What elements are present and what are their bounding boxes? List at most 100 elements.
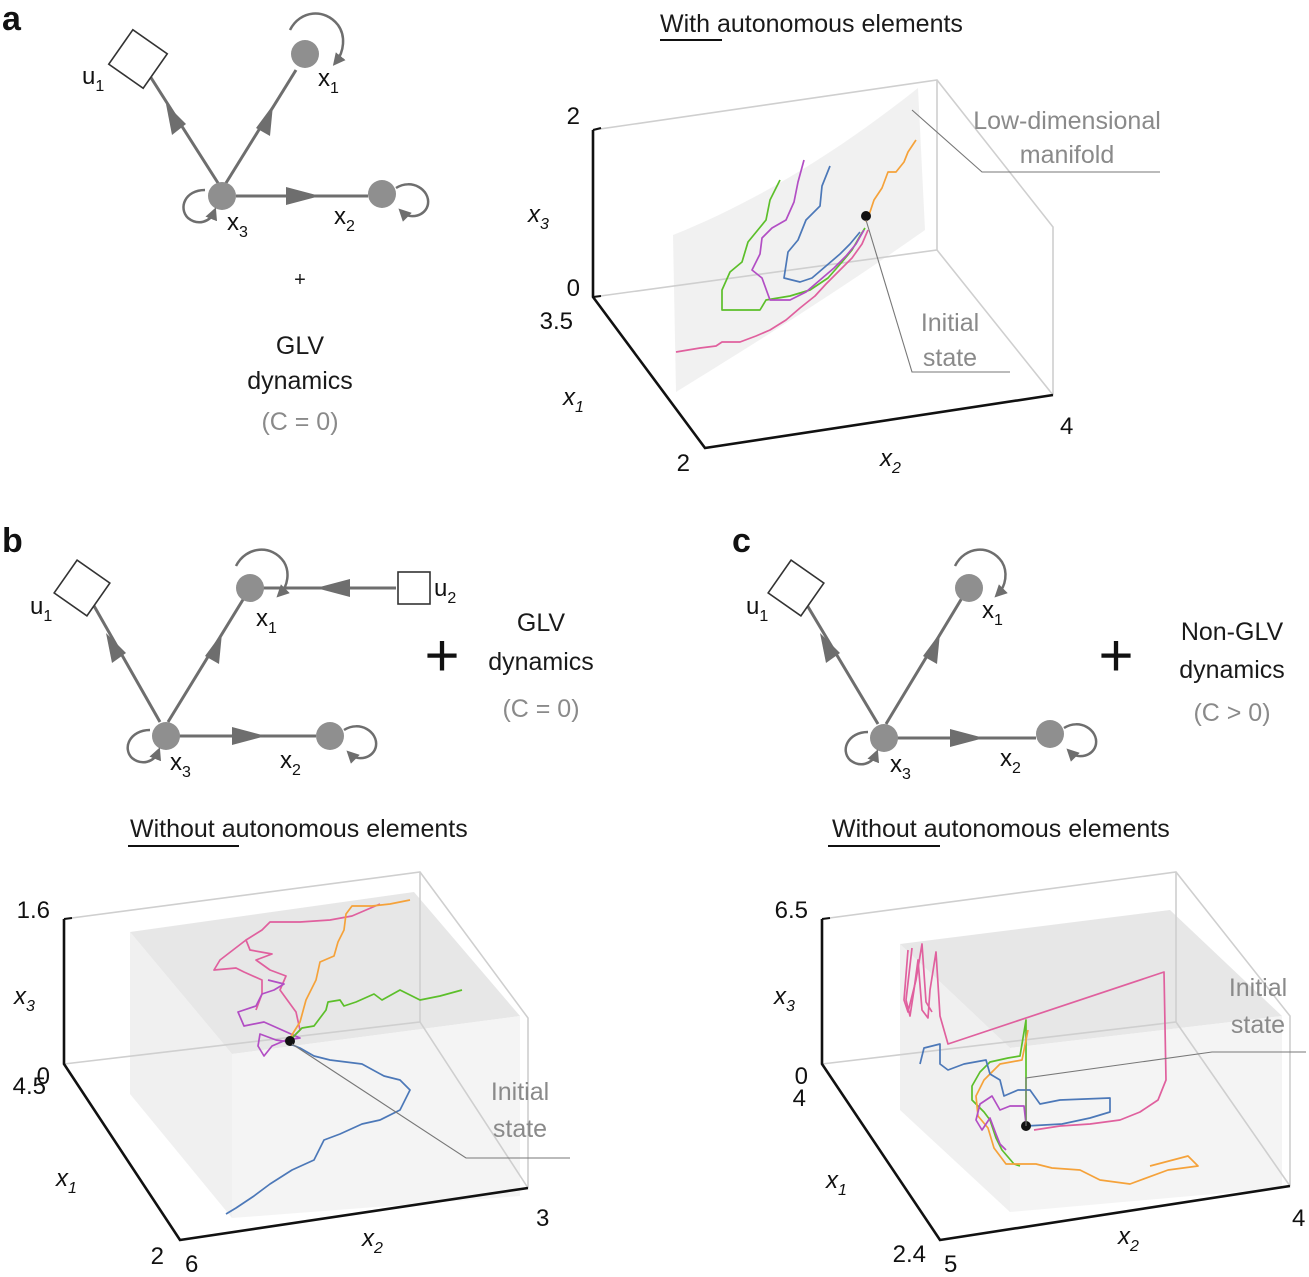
plot-3d-c: 6.5 0 4 2.4 5 4 x3 x1 x2 Initial state [773, 871, 1306, 1277]
network-diagram-c: u1 x1 x3 x2 + Non-GLV dynamics (C > 0) [746, 548, 1285, 783]
annotation-initial-1: Initial [491, 1078, 549, 1106]
tick-mark [592, 127, 602, 131]
axes-c [820, 919, 1291, 1242]
trajectory-pink [245, 903, 381, 1041]
annotation-manifold-1: Low-dimensional [973, 107, 1161, 135]
box-edge [63, 871, 529, 1188]
arrow-head-icon [106, 633, 126, 663]
panel-c: c u1 x1 x3 x2 + Non-GLV dynamics (C > 0) [732, 522, 1306, 1277]
condition-label: (C > 0) [1193, 699, 1270, 727]
trajectory-blue [783, 165, 861, 283]
arrow-head-icon [205, 633, 222, 664]
tick-x1-max: 3.5 [540, 308, 573, 335]
node-label-u1: u1 [30, 593, 52, 625]
dynamics-line2: dynamics [1179, 656, 1285, 684]
axis-label-x1: x1 [562, 384, 584, 416]
self-loop-arrow-x1 [953, 548, 1008, 598]
node-label-x1: x1 [256, 605, 277, 637]
tick-x3-max: 2 [567, 103, 580, 130]
tick-x1-max: 4 [793, 1085, 806, 1112]
panel-label-b: b [2, 522, 23, 560]
plus-sign: + [424, 622, 459, 689]
self-loop-arrow-x1 [288, 12, 346, 66]
tick-x3-max: 6.5 [775, 897, 808, 924]
tick-x3-min: 0 [795, 1063, 808, 1090]
edge-u1-x3 [83, 589, 162, 723]
tick-x1-min: 2 [151, 1243, 164, 1270]
panel-title-a: With autonomous elements [660, 10, 963, 38]
tick-x2-min: 6 [185, 1251, 198, 1277]
manifold-surface [673, 88, 925, 392]
dynamics-line2: dynamics [247, 367, 353, 395]
trajectory-magenta [975, 1095, 1027, 1151]
panel-label-c: c [732, 522, 751, 560]
box-edge [821, 871, 1291, 1186]
node-label-x3: x3 [890, 751, 911, 783]
state-circle-node-x1 [236, 574, 264, 602]
condition-label: (C = 0) [502, 695, 579, 723]
trajectory-pink [675, 229, 869, 353]
state-circle-node-x3 [152, 722, 180, 750]
trajectory-pink-2 [903, 943, 933, 1013]
tick-x1-min: 2 [677, 450, 690, 477]
panel-a: a u1 x1 x3 x2 + GLV dynamics (C = 0) [2, 0, 1161, 477]
arrow-head-icon [950, 729, 984, 747]
dynamics-line2: dynamics [488, 648, 594, 676]
front-surface [1010, 1016, 1282, 1212]
node-label-u1: u1 [82, 63, 104, 95]
side-surface [900, 944, 1010, 1212]
axes-b [62, 919, 529, 1242]
network-diagram-b: u1 u2 x1 x3 x2 + GLV dynamics (C = 0) [30, 548, 594, 781]
annotation-initial-2: state [1231, 1011, 1285, 1039]
node-label-x2: x2 [1000, 745, 1021, 777]
box-edge [592, 79, 1054, 395]
self-loop-arrow-x3 [182, 188, 218, 224]
state-circle-node-x2 [316, 722, 344, 750]
tick-x1-min: 2.4 [893, 1241, 926, 1268]
tick-mark [592, 295, 602, 298]
node-label-u2: u2 [434, 575, 456, 607]
plot-3d-a: 2 0 3.5 2 4 x3 x1 x2 Low-dimensional man… [527, 79, 1161, 477]
arrow-head-icon [820, 633, 840, 663]
tick-x2-max: 3 [536, 1205, 549, 1232]
leader-line-manifold [911, 109, 1160, 173]
panel-b: b u1 u2 x1 x3 x2 + GLV dynamic [2, 522, 594, 1277]
arrow-head-icon [286, 187, 320, 205]
axis-label-x3: x3 [773, 983, 795, 1015]
top-surface [900, 910, 1282, 1048]
tick-x2-min: 5 [944, 1251, 957, 1277]
annotation-initial-2: state [923, 344, 977, 372]
initial-state-marker [861, 211, 871, 221]
axis-label-x2: x2 [361, 1225, 383, 1257]
edge-x3-x1 [166, 597, 246, 723]
panel-title-b: Without autonomous elements [130, 815, 468, 843]
arrow-head-icon [256, 105, 273, 136]
tick-x3-max: 1.6 [17, 897, 50, 924]
network-diagram-a: u1 x1 x3 x2 + GLV dynamics (C = 0) [82, 12, 430, 436]
tick-x2-max: 4 [1060, 413, 1073, 440]
annotation-manifold-2: manifold [1020, 141, 1115, 169]
node-label-x3: x3 [170, 749, 191, 781]
self-loop-arrow-x1 [234, 548, 290, 598]
dynamics-line1: GLV [276, 332, 324, 360]
condition-label: (C = 0) [261, 408, 338, 436]
state-circle-node-x1 [291, 40, 319, 68]
arrow-head-icon [232, 727, 266, 745]
input-square-node-u2 [397, 571, 431, 605]
panel-title-c: Without autonomous elements [832, 815, 1170, 843]
node-label-x1: x1 [318, 65, 339, 97]
axes-a [591, 130, 1054, 450]
dynamics-line1: Non-GLV [1181, 618, 1284, 646]
trajectory-magenta [237, 979, 301, 1057]
state-circle-node-x1 [955, 574, 983, 602]
tick-x1-max: 4.5 [13, 1073, 46, 1100]
input-square-node-u1 [107, 28, 169, 90]
leader-line-initial [291, 1043, 570, 1159]
annotation-initial-1: Initial [1229, 974, 1287, 1002]
leader-line-initial [1025, 1051, 1306, 1126]
trajectory-pink-2 [213, 939, 263, 1011]
dynamics-line1: GLV [517, 609, 565, 637]
trajectory-green [721, 179, 866, 311]
self-loop-arrow-x2 [343, 725, 378, 764]
